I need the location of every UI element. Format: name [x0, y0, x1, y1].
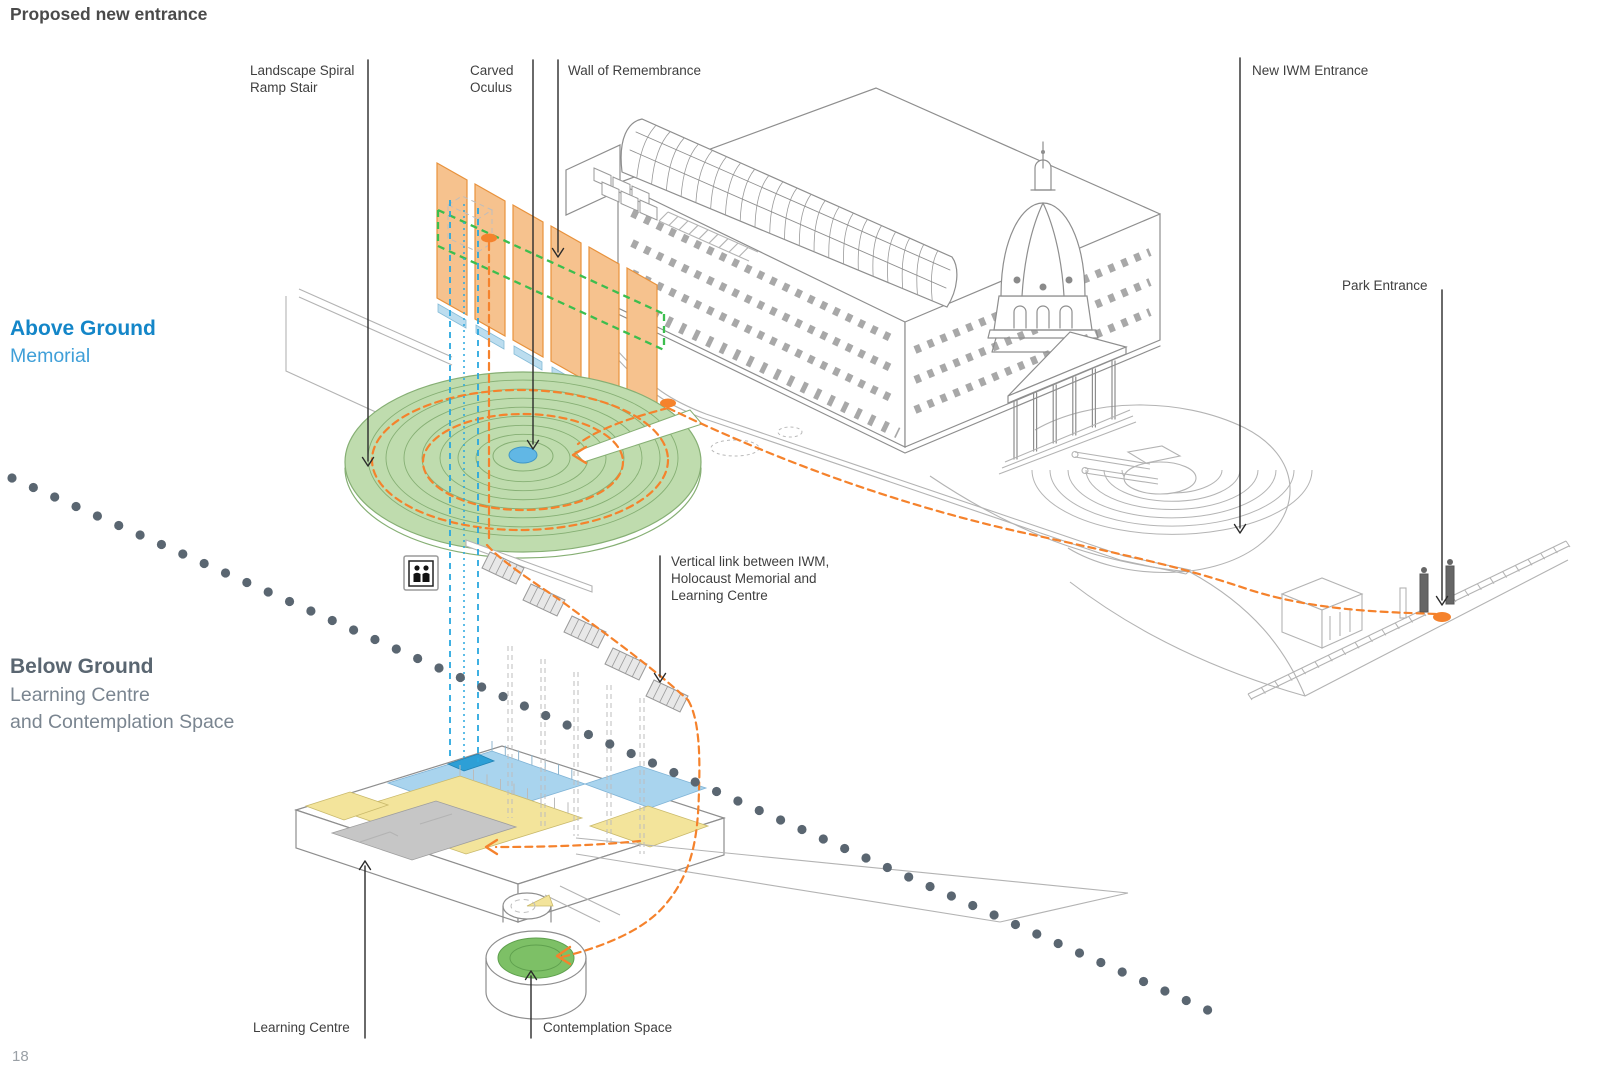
- memorial-hall-outline: [436, 208, 666, 352]
- route-node: [660, 398, 676, 408]
- carved-oculus-skylight: [508, 446, 538, 464]
- learning-centre-plan: [294, 741, 1129, 923]
- below-ground-projection-lines: [507, 646, 645, 854]
- portico: [998, 331, 1137, 475]
- vault-lattice: [636, 124, 939, 301]
- oculus-projection-lines: [449, 200, 479, 762]
- legend-below-ground-sub2: and Contemplation Space: [10, 711, 235, 733]
- annotation-learning-centre: Learning Centre: [253, 1020, 350, 1035]
- landscape-spiral-disc: [344, 371, 703, 559]
- page-title: Proposed new entrance: [10, 4, 208, 24]
- legend-above-ground-heading: Above Ground: [10, 317, 156, 340]
- ground-level-dotted-line: [7, 473, 1213, 1015]
- contemplation-garden: [497, 937, 575, 979]
- service-zone-gray: [330, 800, 518, 861]
- legend-below-ground-sub1: Learning Centre: [10, 684, 150, 706]
- vertical-link-stairs: [465, 539, 689, 713]
- route-node: [481, 233, 497, 243]
- park-gate-lodge: [1280, 559, 1455, 649]
- dome: [987, 141, 1099, 353]
- annotation-contemplation-space: Contemplation Space: [543, 1020, 673, 1035]
- page-number: 18: [12, 1048, 29, 1065]
- annotation-carved-oculus: Carved Oculus: [470, 63, 514, 95]
- legend-above-ground-sub: Memorial: [10, 345, 91, 367]
- naval-guns: [1071, 445, 1197, 495]
- annotation-leader-lines: [358, 57, 1449, 1039]
- route-node: [1433, 612, 1451, 622]
- iwm-building: [565, 87, 1161, 475]
- visitor-route-orange: [481, 233, 1451, 966]
- gun-emplacement-terraces: [1031, 469, 1313, 535]
- annotation-wall-of-remembrance: Wall of Remembrance: [568, 63, 702, 78]
- elevator-icon: [403, 555, 439, 591]
- annotation-vertical-link: Vertical link between IWM, Holocaust Mem…: [671, 554, 830, 603]
- rooftop-blocks: [593, 167, 658, 221]
- annotation-park-entrance: Park Entrance: [1342, 278, 1428, 293]
- annotation-new-iwm-entrance: New IWM Entrance: [1252, 63, 1369, 78]
- annotation-landscape-spiral-ramp-stair: Landscape Spiral Ramp Stair: [250, 63, 355, 95]
- legend-below-ground-heading: Below Ground: [10, 655, 154, 678]
